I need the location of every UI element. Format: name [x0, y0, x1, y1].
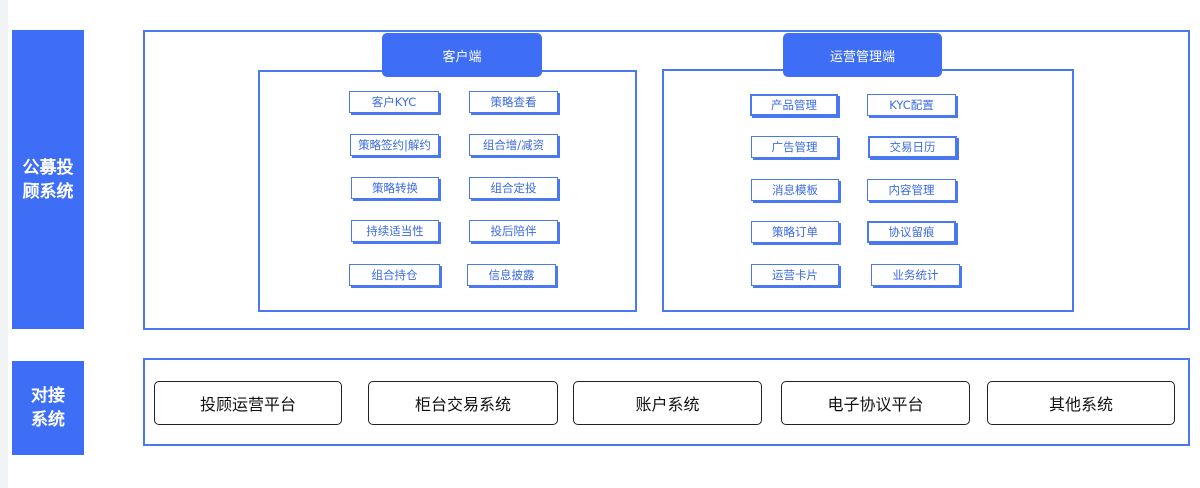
client-item: 信息披露 [467, 264, 556, 286]
ops-item: 广告管理 [751, 136, 838, 158]
ops-item: KYC配置 [867, 94, 956, 116]
client-item: 组合增/减资 [469, 134, 558, 156]
client-item: 组合持仓 [349, 264, 440, 286]
ops-item: 策略订单 [751, 221, 839, 243]
robo-advisor-system-label: 公募投 顾系统 [12, 30, 84, 329]
client-item: 策略转换 [351, 177, 439, 199]
client-tab: 客户端 [382, 33, 542, 77]
ops-item: 协议留痕 [867, 221, 956, 243]
client-box [258, 70, 637, 312]
ops-item: 运营卡片 [751, 264, 839, 286]
system-box: 其他系统 [987, 381, 1175, 425]
client-item: 客户KYC [349, 91, 439, 113]
left-edge-strip [0, 0, 8, 488]
ops-item: 交易日历 [868, 136, 957, 158]
ops-item: 消息模板 [751, 179, 839, 201]
client-item: 投后陪伴 [469, 220, 558, 242]
client-item: 策略查看 [469, 91, 558, 113]
system-box: 账户系统 [573, 381, 762, 425]
ops-item: 业务统计 [871, 264, 960, 286]
system-box: 电子协议平台 [781, 381, 970, 425]
client-item: 策略签约|解约 [350, 134, 439, 156]
client-item: 组合定投 [469, 177, 558, 199]
ops-item: 内容管理 [867, 179, 956, 201]
integration-systems-label: 对接 系统 [12, 361, 84, 455]
system-box: 柜台交易系统 [368, 381, 558, 425]
system-box: 投顾运营平台 [154, 381, 342, 425]
client-item: 持续适当性 [351, 220, 439, 242]
ops-item: 产品管理 [750, 94, 838, 116]
ops-tab: 运营管理端 [783, 33, 942, 77]
